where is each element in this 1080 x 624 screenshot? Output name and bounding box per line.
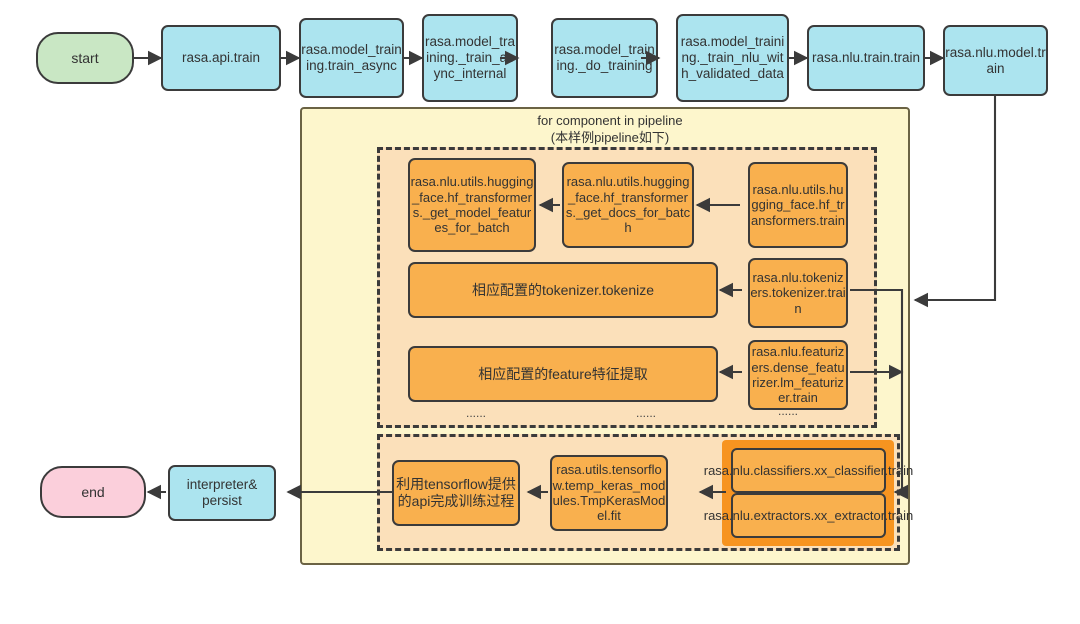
node-train-nlu-with-validated-data[interactable]: rasa.model_training._train_nlu_with_vali… <box>676 14 789 102</box>
node-tensorflow-api-training[interactable]: 利用tensorflow提供的api完成训练过程 <box>392 460 520 526</box>
node-nlu-model-train[interactable]: rasa.nlu.model.train <box>943 25 1048 96</box>
node-feature-extraction[interactable]: 相应配置的feature特征提取 <box>408 346 718 402</box>
node-tokenizer-train[interactable]: rasa.nlu.tokenizers.tokenizer.train <box>748 258 848 328</box>
node-rasa-api-train[interactable]: rasa.api.train <box>161 25 281 91</box>
node-tmp-keras-model-fit[interactable]: rasa.utils.tensorflow.temp_keras_modules… <box>550 455 668 531</box>
node-xx-classifier-train[interactable]: rasa.nlu.classifiers.xx_classifier.train <box>704 448 913 493</box>
edge-modeltrain-to-loop <box>913 96 997 308</box>
node-do-training[interactable]: rasa.model_training._do_training <box>551 18 658 98</box>
node-xx-extractor-train[interactable]: rasa.nlu.extractors.xx_extractor.train <box>704 493 913 538</box>
end-terminal[interactable]: end <box>40 466 146 518</box>
node-hf-transformers-train[interactable]: rasa.nlu.utils.hugging_face.hf_transform… <box>748 162 848 248</box>
node-train-async[interactable]: rasa.model_training.train_async <box>299 18 404 98</box>
ellipsis-left: ...... <box>466 406 487 420</box>
loop-label: for component in pipeline (本样例pipeline如下… <box>537 113 683 146</box>
node-interpreter-persist[interactable]: interpreter& persist <box>168 465 276 521</box>
node-train-async-internal[interactable]: rasa.model_training._train_async_interna… <box>422 14 518 102</box>
node-get-model-features-for-batch[interactable]: rasa.nlu.utils.hugging_face.hf_transform… <box>408 158 536 252</box>
ellipsis-middle: ...... <box>636 406 657 420</box>
node-lm-featurizer-train[interactable]: rasa.nlu.featurizers.dense_featurizer.lm… <box>748 340 848 410</box>
start-terminal[interactable]: start <box>36 32 134 84</box>
node-tokenizer-tokenize[interactable]: 相应配置的tokenizer.tokenize <box>408 262 718 318</box>
node-get-docs-for-batch[interactable]: rasa.nlu.utils.hugging_face.hf_transform… <box>562 162 694 248</box>
node-nlu-train-train[interactable]: rasa.nlu.train.train <box>807 25 925 91</box>
